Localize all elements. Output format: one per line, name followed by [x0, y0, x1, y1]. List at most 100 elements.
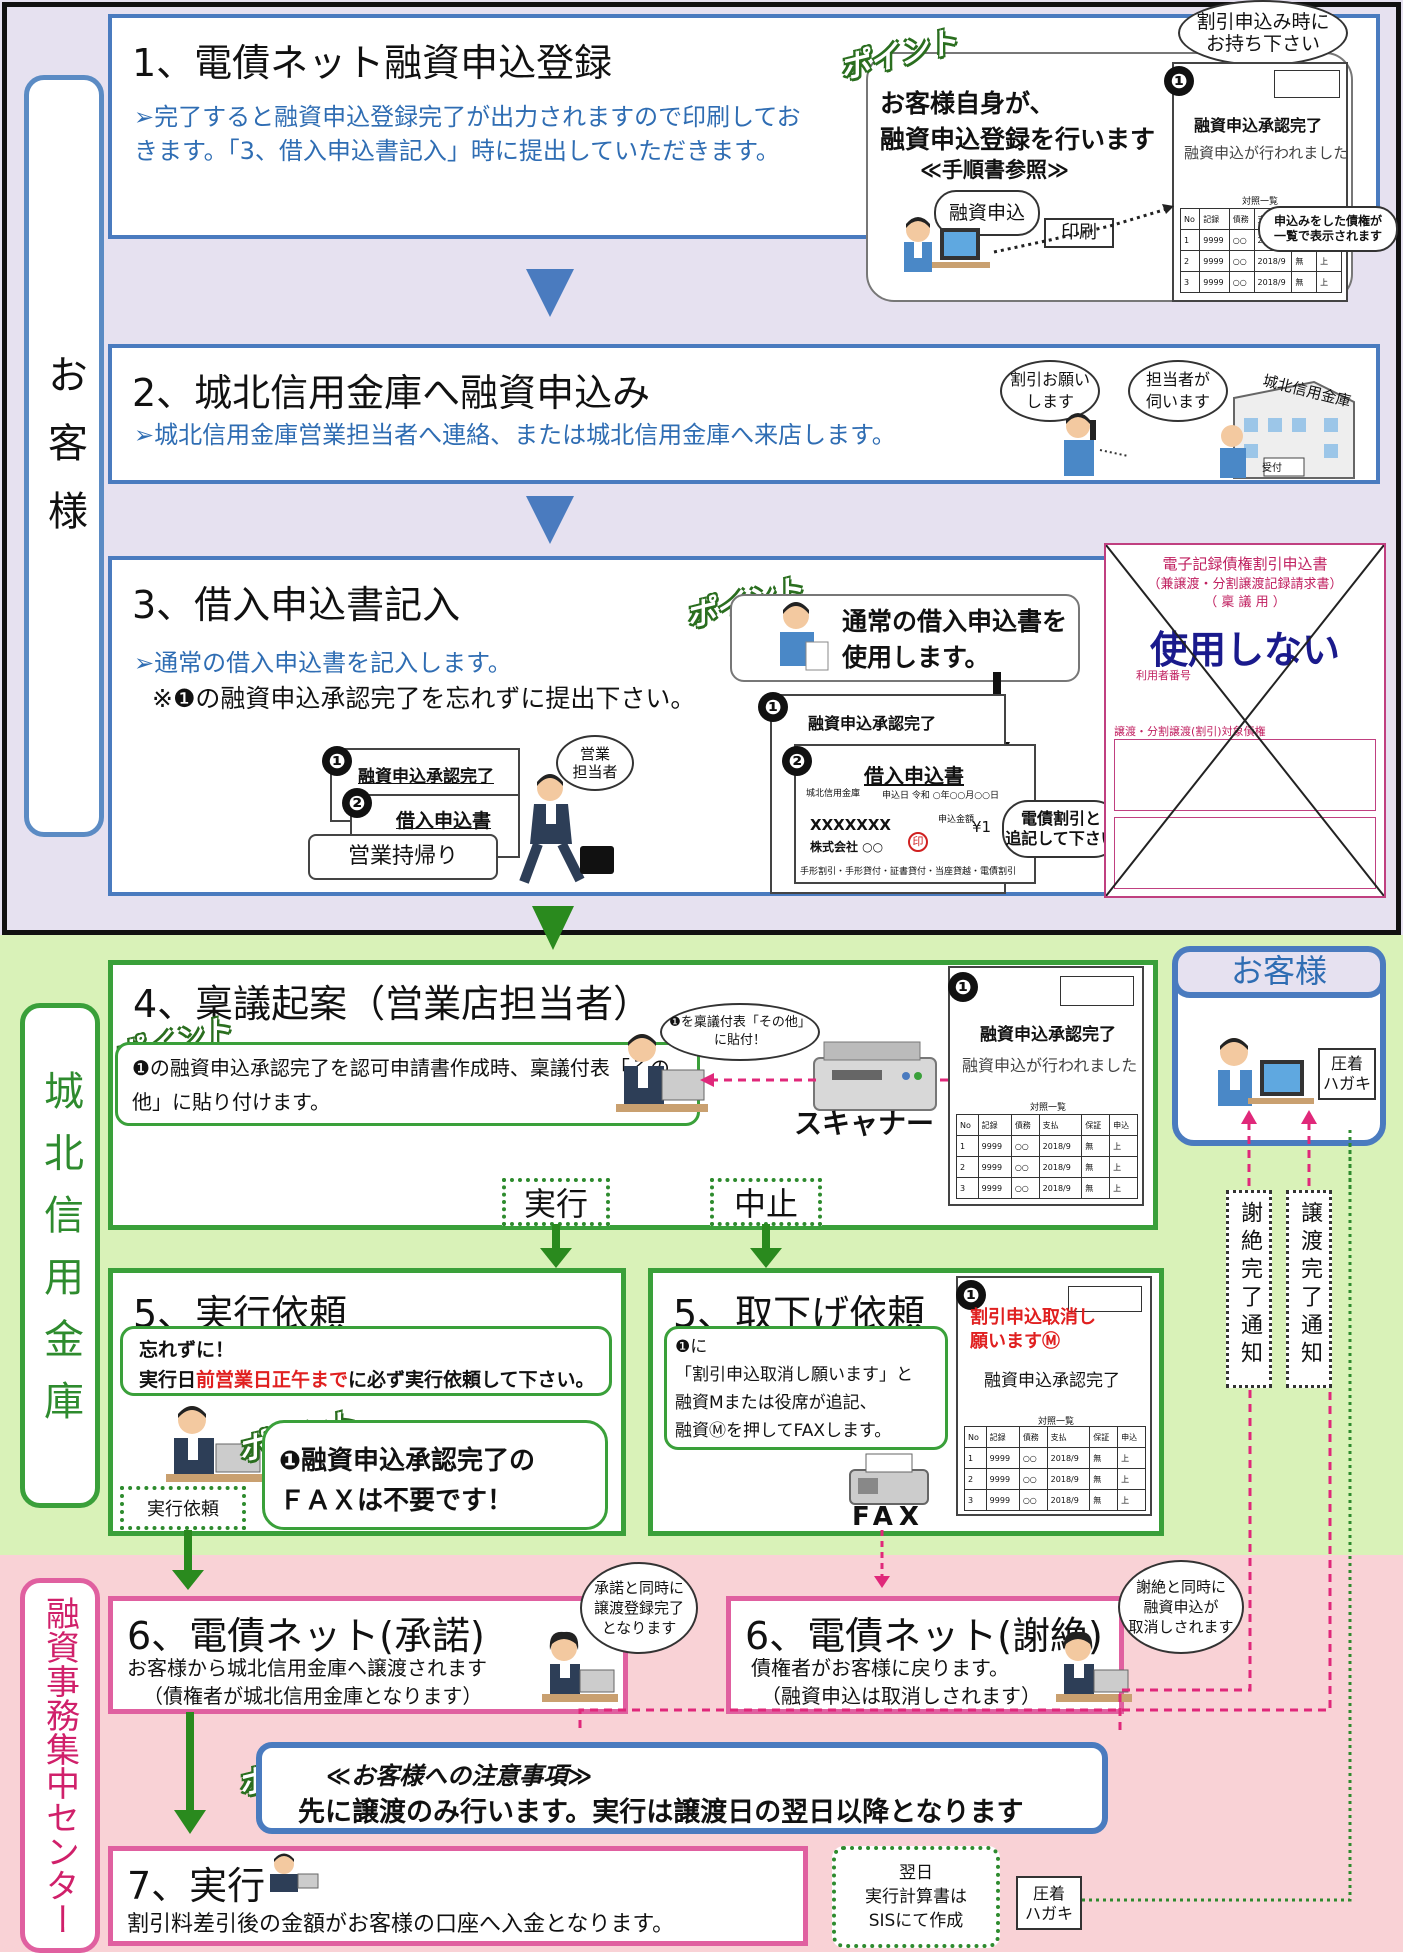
step5a-point-box: ❶融資申込承認完了の ＦＡＸは不要です！ — [262, 1420, 608, 1530]
step7-postcard-route — [1082, 1142, 1352, 1902]
step6a-panel: 6、電債ネット(承諾) お客様から城北信用金庫へ譲渡されます （債権者が城北信用… — [108, 1596, 628, 1714]
step3-loan-date: 申込日 令和 ○年○○月○○日 — [882, 791, 999, 801]
step3-desc2: ※❶の融資申込承認完了を忘れずに提出下さい。 — [152, 684, 696, 713]
step3-loan-seal: 印 — [908, 832, 928, 852]
step3-right-badge1: ❶ — [758, 692, 788, 722]
step6b-clerk-icon — [1056, 1631, 1132, 1702]
step1-doc-badge: ❶ — [1164, 66, 1194, 96]
step6b-desc1: 債権者がお客様に戻ります。 — [751, 1656, 1009, 1680]
step1-desc: ➢完了すると融資申込登録完了が出力されますので印刷しておきます。「3、借入申込書… — [134, 103, 801, 165]
step3-loan-amount-label: 申込金額 — [938, 815, 975, 825]
step3-unused-section: 譲渡・分割譲渡(割引)対象債権 — [1114, 725, 1266, 738]
step4-scanner-icon — [813, 1041, 937, 1111]
step4-doc-badge: ❶ — [948, 972, 978, 1002]
step6b-title: 6、電債ネット(謝絶) — [745, 1614, 1103, 1658]
step3-stack-carry: 営業持帰り — [308, 834, 498, 880]
step7-title: 7、実行 — [127, 1864, 266, 1908]
sidebar-bank-label: 城北信用金庫 — [37, 1069, 83, 1442]
caution-head: ≪お客様への注意事項≫ — [326, 1762, 593, 1790]
step3-stack-doc1-label: 融資申込承認完了 — [358, 767, 494, 787]
step3-unused-sub2: （ 稟 議 用 ） — [1204, 595, 1286, 610]
step1-approval-doc: ❶ 融資申込承認完了 融資申込が行われました 対照一覧 No記録債務支払保証申込… — [1164, 62, 1349, 302]
step3-title: 3、借入申込書記入 — [132, 583, 461, 627]
step7-calc-note: 翌日 実行計算書は SISにて作成 — [832, 1846, 1000, 1948]
step4-staff-pc-icon — [616, 1034, 708, 1112]
step3-desc1: ➢通常の借入申込書を記入します。 — [134, 649, 512, 677]
step1-manual-ref: ≪手順書参照≫ — [920, 158, 1069, 182]
step3-loan-company: 株式会社 ○○ — [810, 840, 884, 854]
customer-box-postcard: 圧着 ハガキ — [1318, 1048, 1376, 1100]
step4-title: 4、稟議起案（営業店担当者） — [133, 982, 652, 1026]
step3-unused-grid2 — [1114, 817, 1376, 889]
arrow-cancel — [750, 1224, 782, 1268]
step6b-panel: 6、電債ネット(謝絶) 債権者がお客様に戻ります。 （融資申込は取消しされます） — [726, 1596, 1124, 1714]
step5b-fax-arrow — [874, 1530, 890, 1588]
step1-print-label: 印刷 — [1044, 218, 1114, 248]
step5b-doc-list-title: 対照一覧 — [1038, 1417, 1075, 1427]
arrow-step1-step2 — [526, 269, 574, 317]
step7-desc: 割引料差引後の金額がお客様の口座へ入金となります。 — [127, 1912, 675, 1937]
step3-loan-badge: ❷ — [782, 746, 812, 776]
step3-stack-badge2: ❷ — [342, 788, 372, 818]
customer-box: お客様 圧着 ハガキ — [1172, 946, 1386, 1146]
step3-loan-title: 借入申込書 — [864, 764, 964, 788]
step7-panel: 7、実行 割引料差引後の金額がお客様の口座へ入金となります。 — [108, 1846, 808, 1946]
step6a-clerk-icon — [542, 1631, 618, 1702]
step2-desc: ➢城北信用金庫営業担当者へ連絡、または城北信用金庫へ来店します。 — [134, 421, 896, 449]
step3-loan-note: 電債割引と 追記して下さい — [1002, 800, 1120, 858]
step5b-desc-box: ❶に 「割引申込取消し願います」と 融資Mまたは役席が追記、 融資Ⓜを押してFA… — [664, 1326, 948, 1450]
sidebar-center: 融資事務集中センター — [20, 1578, 100, 1953]
transfer-notice-label: 譲渡完了通知 — [1297, 1201, 1322, 1369]
step3-staff-writing-icon — [780, 602, 829, 671]
step1-title: 1、電債ネット融資申込登録 — [132, 41, 613, 85]
step2-desk-sign: 受付 — [1262, 463, 1282, 474]
step3-unused-stamp: 使用しない — [1150, 628, 1341, 672]
arrow-step3-step4 — [532, 906, 574, 950]
step3-loan-amount: ¥1 — [972, 818, 992, 836]
cancel-label: 中止 — [710, 1178, 822, 1226]
step5b-fax-icon — [849, 1453, 929, 1505]
arrow-step5a-step6a — [172, 1530, 204, 1590]
step1-bring-bubble: 割引申込み時に お持ち下さい — [1178, 0, 1348, 66]
caution-body: 先に譲渡のみ行います。実行は譲渡日の翌日以降となります — [298, 1797, 1024, 1828]
step1-doc-title: 融資申込承認完了 — [1194, 116, 1323, 135]
step5b-fax-label: FAX — [852, 1502, 925, 1532]
step5a-note-line2-a: 実行日 — [139, 1369, 197, 1391]
step1-customer-pc-icon — [904, 217, 990, 272]
step3-stack-doc2-label: 借入申込書 — [396, 810, 492, 832]
step3-loan-doc: ❷ 借入申込書 城北信用金庫 申込日 令和 ○年○○月○○日 XXXXXXX 株… — [782, 744, 1036, 884]
step3-unused-sub: （兼譲渡・分割譲渡記録請求書） — [1147, 577, 1343, 592]
step5a-note-line2-b: に必ず実行依頼して下さい。 — [348, 1369, 595, 1391]
step6b-desc2: （融資申込は取消しされます） — [761, 1684, 1041, 1708]
step4-desc: ❶の融資申込承認完了を認可申請書作成時、稟議付表「その他」に貼り付けます。 — [132, 1056, 670, 1114]
step1-doc-sub: 融資申込が行われました — [1184, 144, 1349, 162]
customer-box-pc-icon — [1218, 1038, 1314, 1106]
step5a-note-line1: 忘れずに！ — [139, 1339, 235, 1361]
arrow-execute — [540, 1224, 572, 1268]
step2-customer-bubble: 割引お願い します — [1000, 360, 1100, 422]
step6a-title: 6、電債ネット(承諾) — [127, 1614, 485, 1658]
step1-print-arrow — [993, 204, 1174, 254]
step2-title: 2、城北信用金庫へ融資申込み — [132, 371, 651, 415]
step5b-desc: ❶に 「割引申込取消し願います」と 融資Mまたは役席が追記、 融資Ⓜを押してFA… — [675, 1337, 913, 1441]
transfer-notice: 譲渡完了通知 — [1286, 1190, 1332, 1388]
arrow-step6a-step7 — [174, 1712, 206, 1834]
step3-unused-title: 電子記録債権割引申込書 — [1162, 555, 1328, 573]
step7-clerk-icon — [270, 1853, 319, 1892]
step5a-note-line2: 実行日前営業日正午までに必ず実行依頼して下さい。 — [139, 1365, 594, 1392]
step4-staff-bubble: ❶を稟議付表「その他」 に貼付！ — [660, 1003, 820, 1061]
refuse-notice-label: 謝絶完了通知 — [1237, 1201, 1262, 1369]
step4-point-box: ❶の融資申込承認完了を認可申請書作成時、稟議付表「その他」に貼り付けます。 — [115, 1042, 700, 1126]
step3-walking-staff-icon — [519, 774, 614, 884]
step3-unused-grid1 — [1114, 739, 1376, 811]
step1-doc-list-title: 対照一覧 — [1242, 197, 1279, 207]
step4-doc-stampbox — [1060, 976, 1134, 1006]
step5a-point-text: ❶融資申込承認完了の ＦＡＸは不要です！ — [279, 1446, 536, 1516]
step3-stack-badge1: ❶ — [322, 746, 352, 776]
caution-box: ≪お客様への注意事項≫ 先に譲渡のみ行います。実行は譲渡日の翌日以降となります — [256, 1742, 1108, 1834]
customer-band-frame — [2, 2, 1401, 935]
step2-bank-building-icon — [1220, 380, 1355, 479]
step4-doc-sub: 融資申込が行われました — [962, 1056, 1138, 1075]
step7-postcard: 圧着 ハガキ — [1016, 1876, 1082, 1930]
